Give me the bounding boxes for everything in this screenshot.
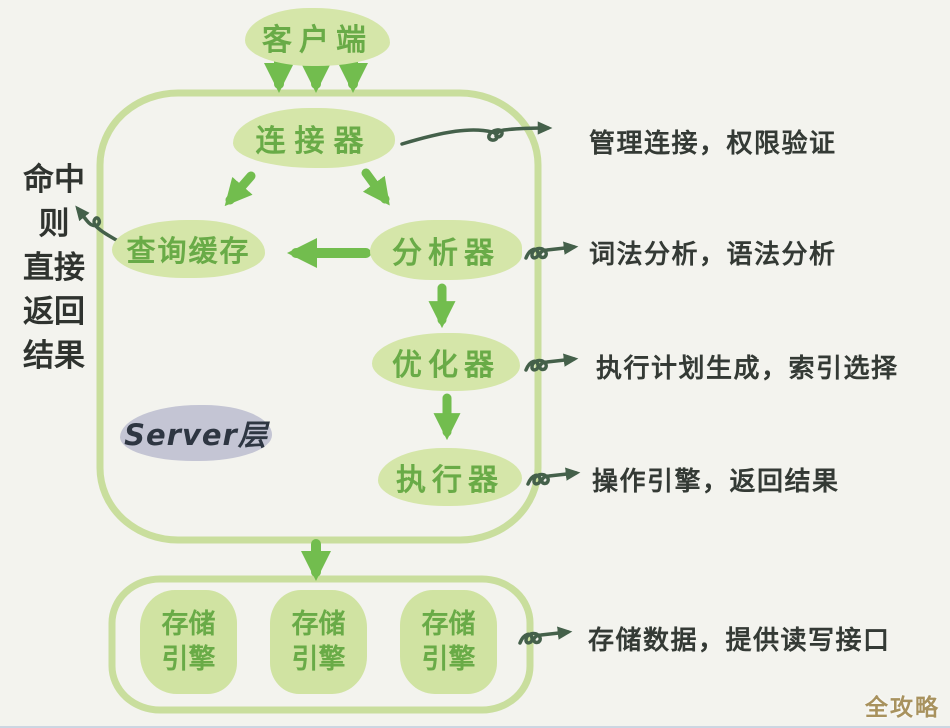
annotation-analyzer: 词法分析，语法分析 — [589, 240, 837, 270]
annotation-storage: 存储数据，提供读写接口 — [588, 626, 891, 656]
node-executor: 执行器 — [378, 448, 522, 506]
node-storage-engine-1: 存储 引擎 — [140, 590, 237, 694]
node-analyzer: 分析器 — [370, 220, 522, 280]
annotation-executor: 操作引擎，返回结果 — [592, 467, 840, 497]
node-storage-engine-3: 存储 引擎 — [400, 590, 497, 694]
server-layer-label: Server层 — [120, 405, 272, 461]
cache-hit-side-note: 命中 则 直接 返回 结果 — [23, 162, 85, 375]
arrow-connector-to-analyzer — [361, 168, 390, 206]
node-connector: 连接器 — [233, 108, 395, 168]
arrow-executor-to-note — [528, 473, 576, 484]
arrow-connector-to-query-cache — [224, 171, 256, 207]
annotation-connector: 管理连接，权限验证 — [589, 129, 837, 159]
node-storage-engine-2: 存储 引擎 — [270, 590, 367, 694]
watermark-text: 全攻略 — [865, 695, 940, 721]
annotation-optimizer: 执行计划生成，索引选择 — [596, 354, 899, 384]
arrow-connector-to-note — [400, 121, 553, 146]
arrow-optimizer-to-note — [526, 359, 574, 370]
arrow-analyzer-to-note — [526, 247, 574, 258]
bottom-edge-line — [0, 726, 950, 728]
node-optimizer: 优化器 — [372, 333, 520, 391]
node-query-cache: 查询缓存 — [112, 220, 265, 278]
node-client: 客户端 — [245, 8, 390, 66]
arrow-storage-to-note — [520, 632, 568, 643]
